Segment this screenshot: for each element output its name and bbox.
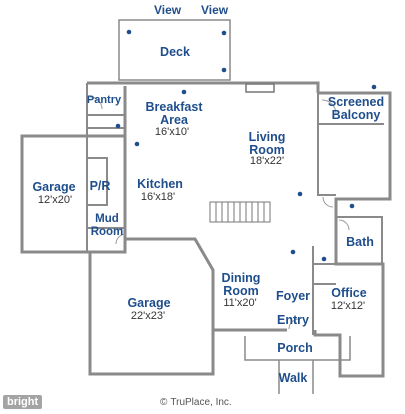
garage-small-label: Garage: [32, 180, 76, 194]
garage-large-label: Garage: [127, 296, 171, 310]
interior-walls: [86, 83, 125, 252]
porch-label: Porch: [277, 341, 313, 355]
deck-label: Deck: [160, 45, 190, 59]
credit-text: TruPlace, Inc.: [170, 397, 232, 408]
kitchen-label: Kitchen: [137, 177, 183, 191]
office-dim: 12'x12': [330, 300, 366, 312]
view-label-right: View: [201, 3, 229, 17]
fireplace: [245, 83, 275, 93]
brand-badge: bright: [3, 395, 43, 409]
screened-balcony-label: Screened Balcony: [327, 95, 385, 122]
dining-room-label: Dining Room: [221, 271, 261, 298]
kitchen-dim: 16'x18': [140, 191, 176, 203]
staircase: [209, 201, 271, 223]
breakfast-area-dim: 16'x10': [154, 126, 190, 138]
powder-room-label: P/R: [89, 179, 111, 193]
garage-large-outline: [88, 239, 215, 376]
porch-outline: [244, 336, 351, 361]
living-room-dim: 18'x22': [249, 155, 285, 167]
credit: © TruPlace, Inc.: [160, 397, 232, 408]
breakfast-area-label: Breakfast Area: [145, 100, 203, 127]
office-walls: [312, 246, 336, 335]
office-label: Office: [331, 286, 367, 300]
garage-small-outline: [20, 134, 125, 254]
deck-outline: [118, 19, 231, 81]
screened-balcony-walls: [317, 93, 384, 196]
garage-large-dim: 22'x23': [130, 310, 166, 322]
house-outline: [87, 81, 392, 378]
camera-markers: [115, 29, 377, 262]
bath-walls: [336, 216, 383, 264]
walk-label: Walk: [278, 371, 308, 385]
view-label-left: View: [154, 3, 182, 17]
entry-label: Entry: [277, 313, 309, 327]
bath-label: Bath: [346, 235, 374, 249]
walk-path: [278, 360, 314, 394]
foyer-label: Foyer: [275, 289, 311, 303]
living-room-label: Living Room: [248, 130, 286, 157]
dining-room-dim: 11'x20': [223, 297, 257, 309]
pantry-label: Pantry: [86, 94, 122, 106]
mud-room-label: Mud Room: [90, 213, 124, 238]
copyright-icon: ©: [160, 397, 168, 408]
door-swings: [89, 96, 350, 330]
garage-small-dim: 12'x20': [37, 194, 73, 206]
